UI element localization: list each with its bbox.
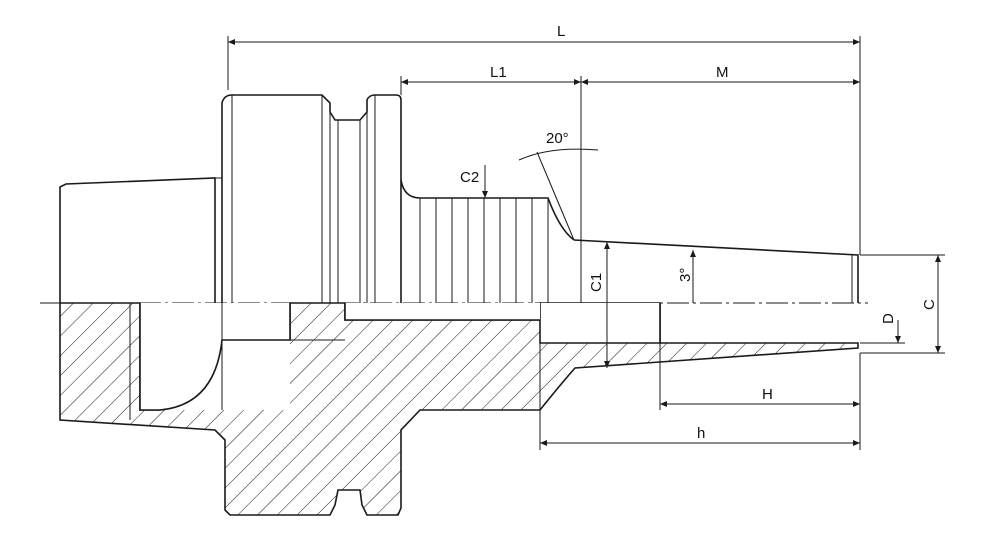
dim-label-h: h: [697, 425, 705, 442]
dim-label-C2: C2: [460, 169, 479, 186]
upper-exterior-view: [59, 94, 859, 304]
angle-label-3: 3°: [677, 268, 694, 282]
dimension-lines: [227, 36, 945, 450]
dim-label-L1: L1: [490, 64, 507, 81]
angle-label-20: 20°: [546, 130, 569, 147]
lower-section-view: [59, 302, 859, 516]
dim-label-C: C: [921, 299, 938, 310]
dim-label-D: D: [880, 313, 897, 324]
dim-label-M: M: [716, 64, 729, 81]
dim-label-H: H: [762, 386, 773, 403]
dim-label-C1: C1: [588, 273, 605, 292]
dim-label-L: L: [557, 23, 565, 40]
